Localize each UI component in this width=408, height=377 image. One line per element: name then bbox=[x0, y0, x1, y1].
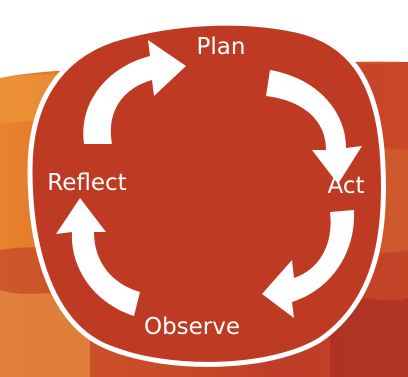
cycle-arrows bbox=[56, 40, 362, 318]
arrow-observe-to-reflect-icon bbox=[56, 198, 140, 316]
arrow-act-to-observe-icon bbox=[262, 210, 355, 318]
step-label-act: Act bbox=[328, 173, 365, 199]
arrow-reflect-to-plan-icon bbox=[83, 40, 186, 144]
step-label-plan: Plan bbox=[197, 34, 246, 60]
step-label-reflect: Reflect bbox=[47, 170, 126, 196]
step-label-observe: Observe bbox=[144, 314, 240, 340]
arrow-plan-to-act-icon bbox=[266, 70, 362, 184]
